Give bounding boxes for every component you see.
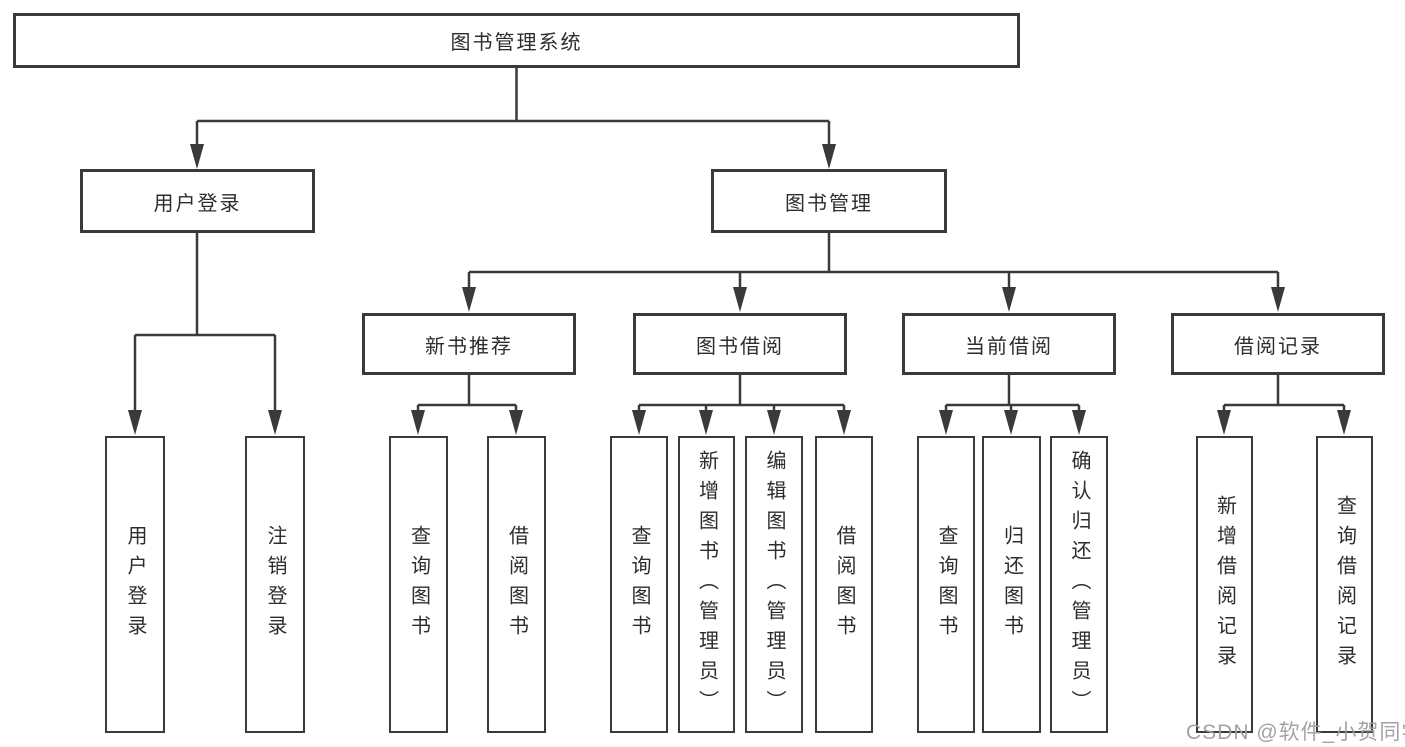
arrowhead-icon [268, 410, 282, 435]
arrowhead-icon [190, 144, 204, 169]
leaf-label: 借阅图书 [833, 524, 855, 645]
leaf-query-borrow-record: 查询借阅记录 [1316, 436, 1373, 733]
node-new-book-recommend: 新书推荐 [362, 313, 576, 375]
leaf-query-books-recommend: 查询图书 [389, 436, 448, 733]
leaf-edit-book-admin: 编辑图书（管理员） [745, 436, 803, 733]
leaf-label: 用户登录 [124, 524, 146, 645]
arrowhead-icon [128, 410, 142, 435]
arrowhead-icon [1271, 287, 1285, 312]
leaf-label: 确认归还（管理员） [1068, 449, 1090, 720]
arrowhead-icon [733, 287, 747, 312]
leaf-label: 新增图书（管理员） [695, 449, 718, 720]
leaf-borrow-books-recommend: 借阅图书 [487, 436, 546, 733]
leaf-add-borrow-record: 新增借阅记录 [1196, 436, 1253, 733]
leaf-label: 查询借阅记录 [1333, 494, 1356, 675]
arrowhead-icon [1337, 410, 1351, 435]
leaf-label: 查询图书 [628, 524, 650, 645]
node-current-borrowing: 当前借阅 [902, 313, 1116, 375]
arrowhead-icon [632, 410, 646, 435]
connector-root-to-level2 [195, 68, 831, 149]
node-label: 当前借阅 [965, 335, 1053, 358]
node-label: 借阅记录 [1234, 335, 1322, 358]
arrowhead-icon [411, 410, 425, 435]
connector-arrowheads [128, 144, 1351, 435]
connector-newbook-to-leaves [416, 375, 518, 416]
arrowhead-icon [822, 144, 836, 169]
leaf-user-login: 用户登录 [105, 436, 165, 733]
node-book-borrowing: 图书借阅 [633, 313, 847, 375]
connector-userlogin-to-leaves [133, 233, 277, 416]
leaf-label: 查询图书 [407, 524, 430, 645]
leaf-label: 借阅图书 [505, 524, 528, 645]
node-borrowing-records: 借阅记录 [1171, 313, 1385, 375]
arrowhead-icon [1072, 410, 1086, 435]
leaf-label: 查询图书 [935, 524, 957, 645]
leaf-query-books-current: 查询图书 [917, 436, 975, 733]
leaf-add-book-admin: 新增图书（管理员） [678, 436, 735, 733]
leaf-confirm-return-admin: 确认归还（管理员） [1050, 436, 1108, 733]
node-label: 图书管理 [785, 192, 873, 215]
node-label: 用户登录 [153, 192, 242, 215]
arrowhead-icon [699, 410, 713, 435]
connector-bookborrow-to-leaves [637, 375, 846, 416]
node-label: 图书管理系统 [450, 32, 583, 54]
arrowhead-icon [462, 287, 476, 312]
connector-records-to-leaves [1222, 375, 1346, 416]
leaf-label: 注销登录 [264, 524, 286, 645]
leaf-borrow-books: 借阅图书 [815, 436, 873, 733]
node-label: 图书借阅 [696, 335, 784, 358]
connector-currentborrow-to-leaves [944, 375, 1081, 416]
connector-bookmgmt-to-level3 [467, 233, 1280, 292]
arrowhead-icon [509, 410, 523, 435]
leaf-label: 编辑图书（管理员） [763, 449, 785, 720]
arrowhead-icon [939, 410, 953, 435]
node-book-management-branch: 图书管理 [711, 169, 947, 233]
arrowhead-icon [1002, 287, 1016, 312]
arrowhead-icon [1217, 410, 1231, 435]
leaf-return-book: 归还图书 [982, 436, 1041, 733]
leaf-label: 新增借阅记录 [1213, 494, 1236, 675]
arrowhead-icon [1004, 410, 1018, 435]
node-root-system: 图书管理系统 [13, 13, 1020, 68]
leaf-logout: 注销登录 [245, 436, 305, 733]
arrowhead-icon [837, 410, 851, 435]
node-label: 新书推荐 [425, 335, 513, 358]
node-user-login-branch: 用户登录 [80, 169, 315, 233]
arrowhead-icon [767, 410, 781, 435]
leaf-query-books-borrowing: 查询图书 [610, 436, 668, 733]
leaf-label: 归还图书 [1000, 524, 1023, 645]
csdn-watermark: CSDN @软件_小贺同学 [1186, 721, 1405, 744]
